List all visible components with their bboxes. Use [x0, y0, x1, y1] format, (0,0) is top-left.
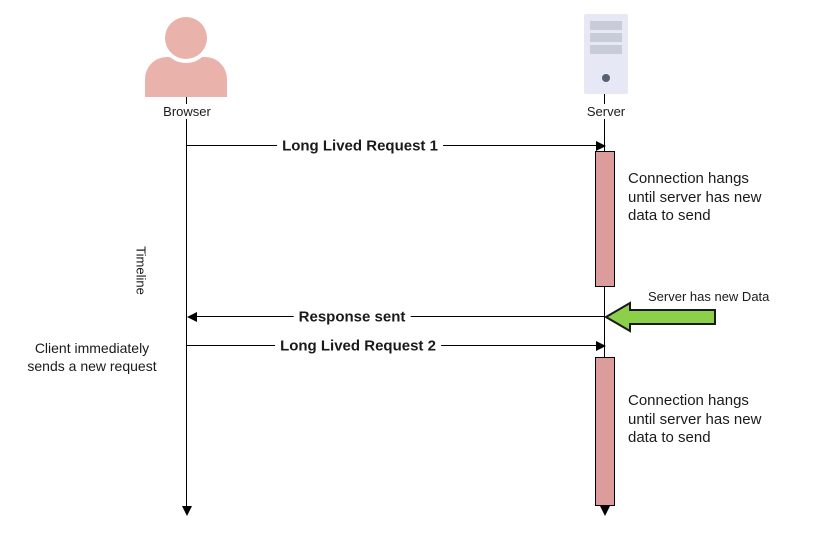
arrowhead-right-icon [596, 141, 606, 151]
server-event-label: Server has new Data [648, 289, 770, 304]
connection-hangs-note-1: Connection hangs until server has new da… [628, 170, 762, 224]
client-note: Client immediately sends a new request [27, 340, 157, 374]
server-icon [584, 14, 628, 94]
server-slot-icon [590, 45, 622, 54]
server-activation-bar-1 [595, 151, 615, 287]
message-label-request2: Long Lived Request 2 [275, 337, 441, 355]
person-icon-head [165, 17, 207, 59]
browser-actor-label: Browser [160, 104, 214, 119]
browser-lifeline [186, 97, 188, 506]
timeline-label: Timeline [133, 246, 149, 295]
server-slot-icon [590, 33, 622, 42]
server-actor-label: Server [583, 104, 629, 119]
arrowhead-right-icon [596, 341, 606, 351]
server-lifeline-arrowhead-icon [600, 506, 610, 516]
server-power-dot-icon [602, 74, 610, 82]
server-activation-bar-2 [595, 357, 615, 506]
connection-hangs-note-2: Connection hangs until server has new da… [628, 392, 762, 446]
person-icon [145, 57, 227, 97]
browser-lifeline-arrowhead-icon [182, 506, 192, 516]
server-slot-icon [590, 21, 622, 30]
server-lifeline [604, 94, 606, 506]
arrowhead-left-icon [187, 312, 197, 322]
server-event-arrow-icon [605, 301, 716, 333]
message-label-request1: Long Lived Request 1 [277, 137, 443, 155]
message-label-response: Response sent [293, 308, 411, 326]
